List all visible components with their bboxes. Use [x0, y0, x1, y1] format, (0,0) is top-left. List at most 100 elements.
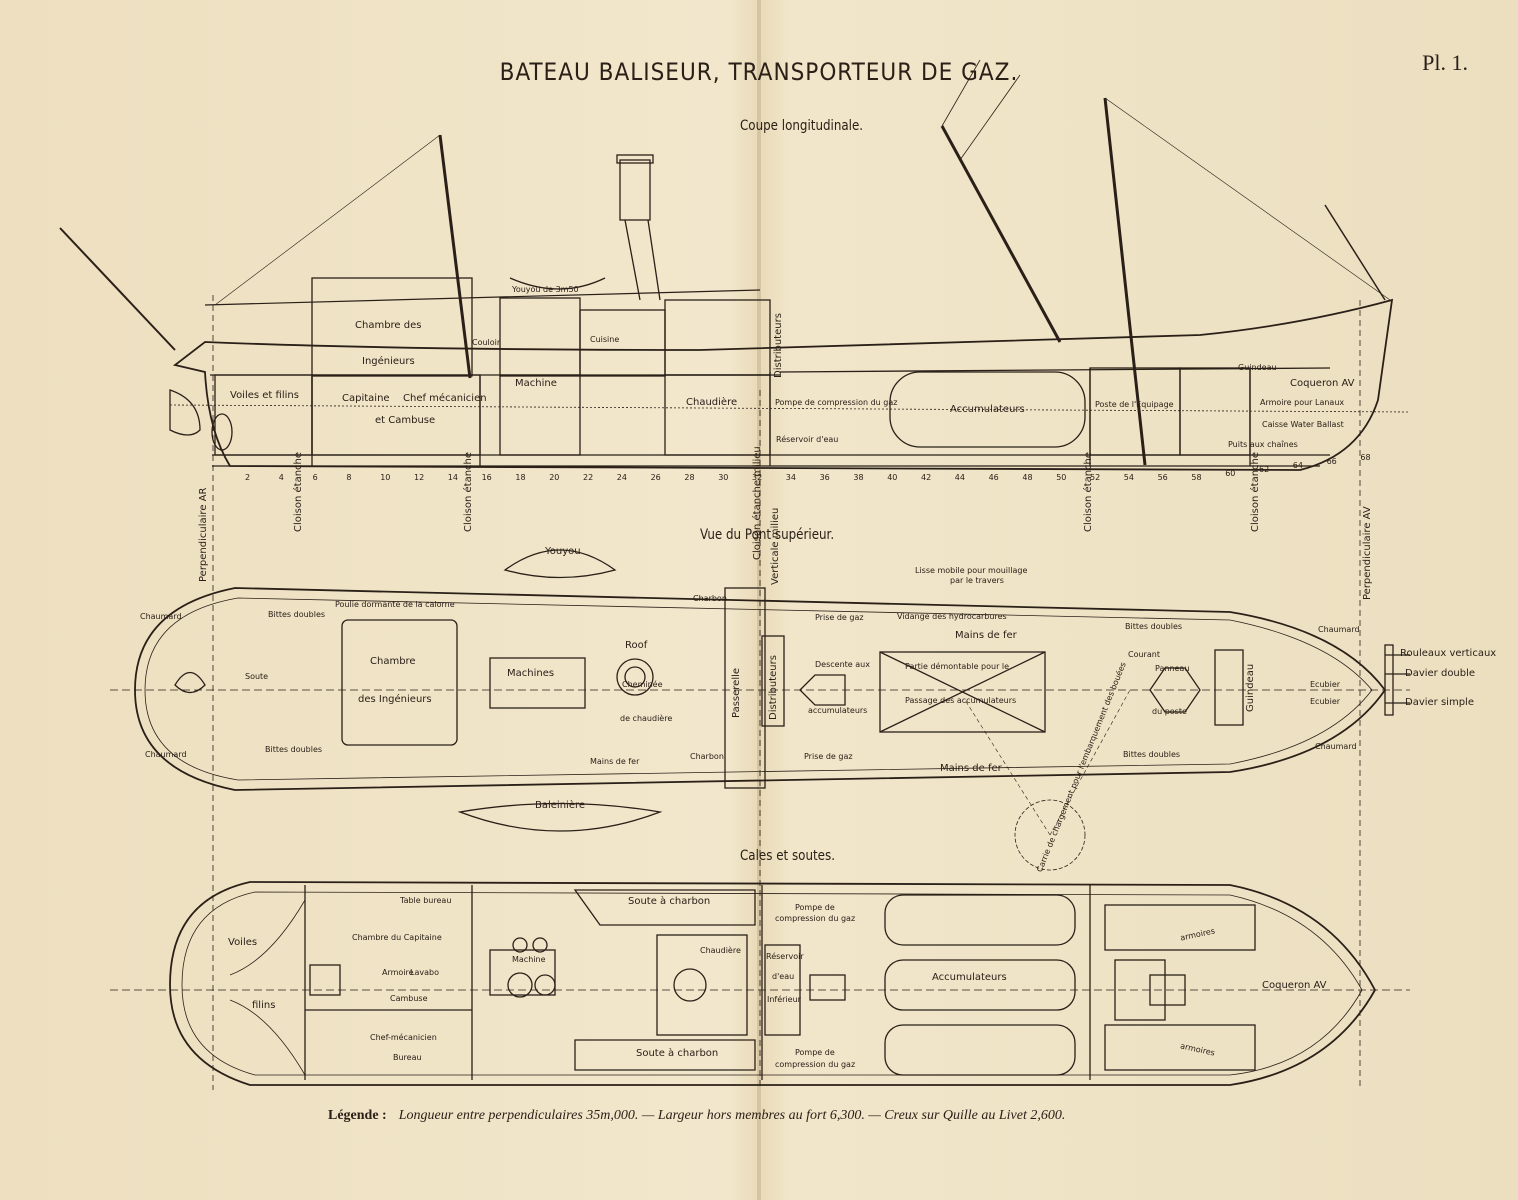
- label-ecubier-2: Ecubier: [1310, 697, 1341, 706]
- label-distributeurs-long: Distributeurs: [773, 313, 784, 378]
- chambre-roof: [341, 619, 458, 746]
- label-lisse-2: par le travers: [950, 576, 1004, 585]
- frame-number: 64: [1292, 461, 1303, 470]
- winch-circle: [1014, 799, 1086, 871]
- label-hold-filins: filins: [252, 1000, 276, 1011]
- label-guindeau-long: Guindeau: [1238, 363, 1277, 372]
- label-pompe-2b: compression du gaz: [775, 1060, 856, 1069]
- verticale-milieu-label: Verticale milieu: [770, 507, 781, 585]
- label-youyou-deck: Youyou: [545, 546, 581, 557]
- label-chambre-des: Chambre des: [355, 320, 422, 331]
- frame-number: 42: [921, 473, 932, 482]
- bulkhead-4: Cloison étanche: [1083, 451, 1094, 532]
- label-reservoir-1: Réservoir: [766, 952, 804, 961]
- deck-plan: [110, 549, 1410, 871]
- label-reservoir: Réservoir d'eau: [776, 435, 839, 444]
- label-chaudiere-hold: Chaudière: [700, 946, 741, 955]
- deck-outline: [134, 587, 1387, 791]
- label-panneau: Panneau: [1155, 664, 1190, 673]
- label-pompe-1a: Pompe de: [795, 903, 835, 912]
- frame-number: 26: [650, 473, 661, 482]
- label-ecubier-1: Ecubier: [1310, 680, 1341, 689]
- frame-number: 58: [1191, 473, 1202, 482]
- legend-heading: Légende :: [328, 1108, 387, 1123]
- label-cambuse-hold: Cambuse: [390, 994, 428, 1003]
- label-bittes-3: Bittes doubles: [1125, 622, 1183, 631]
- label-reservoir-2: d'eau: [772, 972, 795, 981]
- hold-outline: [169, 881, 1377, 1086]
- label-armoire-hold: Armoire: [382, 968, 414, 977]
- label-chef-mecanicien: Chef mécanicien: [403, 393, 487, 404]
- baleiniere-boat: [457, 802, 663, 832]
- perpendicular-av-label: Perpendiculaire AV: [1362, 506, 1373, 600]
- label-partie-2: Passage des accumulateurs: [905, 696, 1017, 705]
- label-courant: Courant: [1128, 650, 1160, 659]
- machine-block: [489, 949, 556, 996]
- legend-text: Longueur entre perpendiculaires 35m,000.…: [398, 1108, 1066, 1123]
- frame-number: 2: [245, 473, 251, 482]
- label-coqueron-hold: Coqueron AV: [1262, 980, 1327, 991]
- label-poulie: Poulie dormante de la calorne: [335, 600, 455, 609]
- frame-number: 10: [380, 473, 391, 482]
- label-mains-de-fer-2: Mains de fer: [955, 630, 1017, 641]
- frame-number: 6: [312, 473, 318, 482]
- perpendicular-ar-label: Perpendiculaire AR: [198, 487, 209, 582]
- label-pompe-1b: compression du gaz: [775, 914, 856, 923]
- label-chaudiere: Chaudière: [686, 397, 738, 408]
- youyou-profile: [509, 277, 606, 290]
- label-roof: Roof: [625, 640, 648, 651]
- frame-number: 28: [684, 473, 695, 482]
- label-chef-mec-hold: Chef-mécanicien: [370, 1033, 437, 1042]
- frame-number: 34: [785, 473, 796, 482]
- youyou-boat: [503, 549, 617, 579]
- plate-number: Pl. 1.: [1422, 50, 1468, 75]
- bulkhead-2: Cloison étanche: [463, 451, 474, 532]
- frame-number: 56: [1157, 473, 1168, 482]
- engine-casing: [499, 297, 581, 377]
- label-armoire-long: Armoire pour Lanaux: [1260, 398, 1345, 407]
- label-caisse: Caisse Water Ballast: [1262, 420, 1344, 429]
- label-machines: Machines: [507, 668, 555, 679]
- passerelle: [724, 587, 766, 789]
- frame-number: 66: [1326, 457, 1337, 466]
- label-reservoir-3: Inférieur: [767, 995, 801, 1004]
- label-accumulateurs-long: Accumulateurs: [950, 404, 1025, 415]
- label-poste: Poste de l'Equipage: [1095, 400, 1174, 409]
- label-table-bureau: Table bureau: [400, 896, 452, 905]
- frame-number: 48: [1022, 473, 1033, 482]
- main-mast: [438, 134, 472, 379]
- frame-number: 12: [414, 473, 425, 482]
- frame-number: 68: [1360, 453, 1371, 462]
- accumulator-2: [884, 959, 1076, 1011]
- accumulator-3: [884, 1024, 1076, 1076]
- label-bittes-1: Bittes doubles: [268, 610, 326, 619]
- funnel-top: [616, 658, 654, 696]
- label-prise-gaz-1: Prise de gaz: [815, 613, 864, 622]
- frame-number: 52: [1090, 473, 1101, 482]
- label-cambuse: et Cambuse: [375, 415, 436, 426]
- frame-number: 18: [515, 473, 526, 482]
- accumulator-tank: [889, 371, 1086, 448]
- label-capitaine: Capitaine: [342, 393, 390, 404]
- frame-number: 16: [481, 473, 492, 482]
- label-chaumard-4: Chaumard: [1315, 742, 1357, 751]
- hull-profile: [172, 298, 1394, 471]
- label-pompe: Pompe de compression du gaz: [775, 398, 898, 407]
- plate-title: BATEAU BALISEUR, TRANSPORTEUR DE GAZ.: [499, 58, 1019, 86]
- label-cuisine: Cuisine: [590, 335, 620, 344]
- label-mains-de-fer-1: Mains de fer: [590, 757, 640, 766]
- frame-number: 46: [988, 473, 999, 482]
- propeller: [211, 413, 233, 451]
- legend: Légende : Longueur entre perpendiculaires…: [328, 1108, 1065, 1124]
- frame-number: 38: [853, 473, 864, 482]
- frame-number: 14: [447, 473, 458, 482]
- label-chaumard-3: Chaumard: [1318, 625, 1360, 634]
- label-youyou: Youyou de 3m50: [512, 285, 579, 294]
- label-machine: Machine: [515, 378, 557, 389]
- label-lavabo: Lavabo: [410, 968, 439, 977]
- label-machine-hold: Machine: [512, 955, 546, 964]
- frame-number: 60: [1225, 469, 1236, 478]
- label-ingenieurs: Ingénieurs: [362, 356, 415, 367]
- label-coqueron-long: Coqueron AV: [1290, 378, 1355, 389]
